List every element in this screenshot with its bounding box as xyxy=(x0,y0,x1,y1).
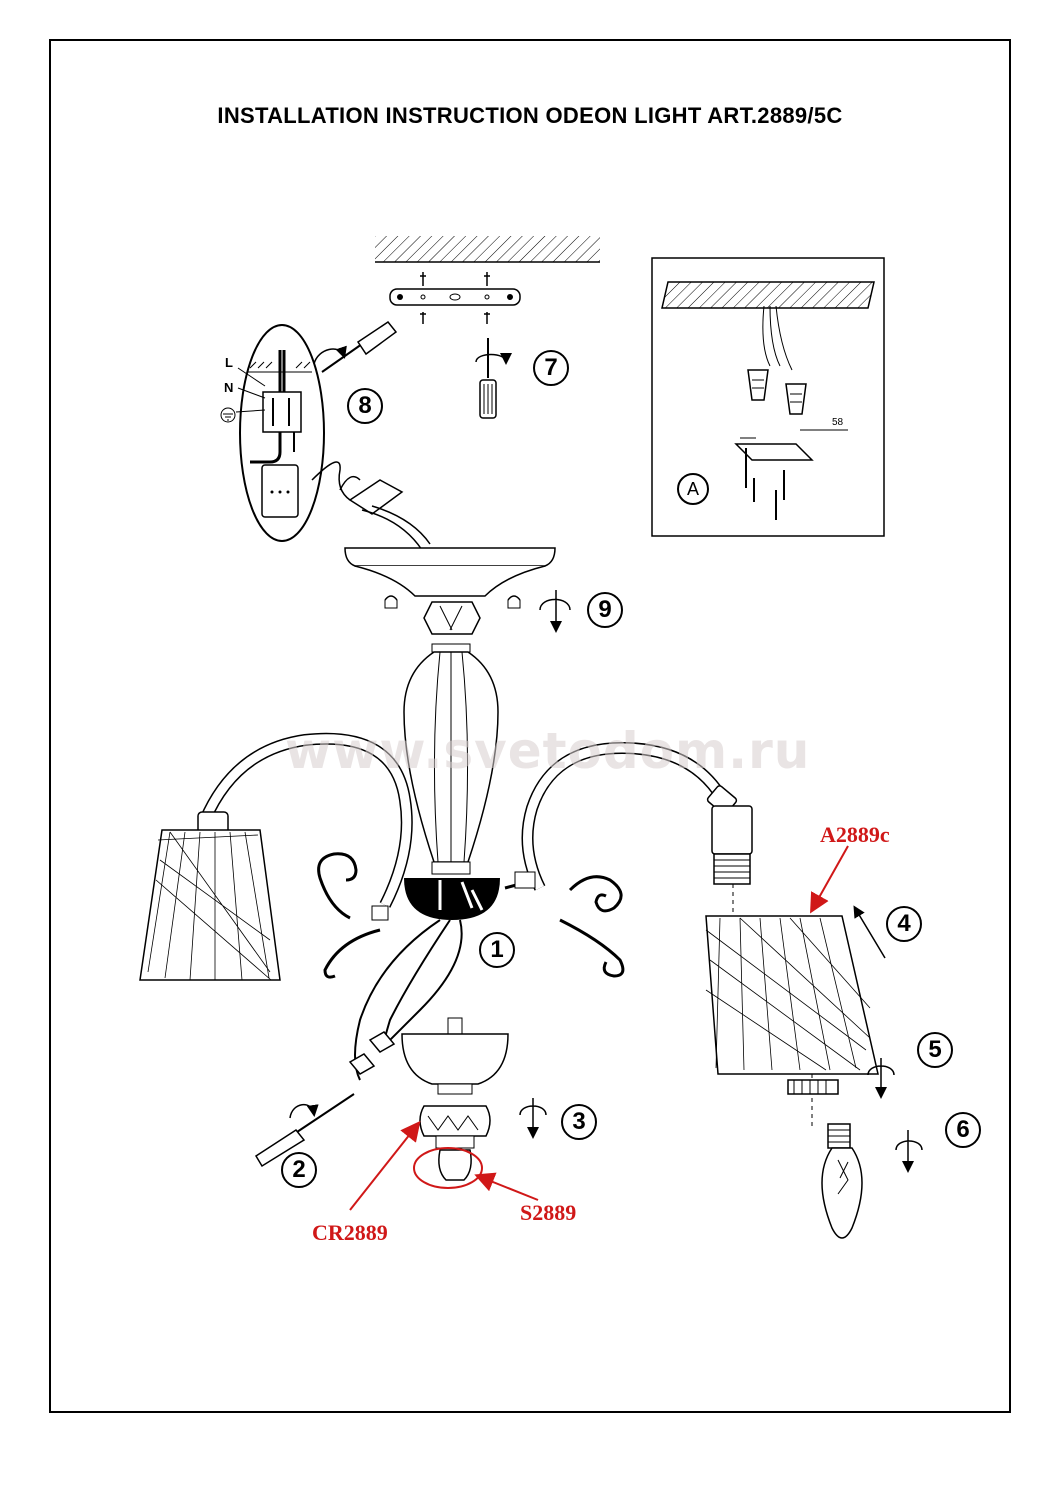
terminal-block xyxy=(339,475,431,551)
part-label-shade: A2889c xyxy=(820,822,890,847)
candle-bulb xyxy=(821,1123,863,1239)
callout-arrow-shade xyxy=(810,845,849,914)
canopy xyxy=(344,547,556,609)
callout-arrow-crystal xyxy=(349,1120,421,1211)
step-2-marker: 2 xyxy=(281,1152,317,1188)
rotate-arrow-6 xyxy=(895,1130,923,1170)
hanging-wires xyxy=(348,919,463,1081)
screwdriver-2 xyxy=(254,1093,355,1168)
neutral-wire-label: N xyxy=(224,380,234,395)
left-shade xyxy=(139,829,281,981)
rotate-arrow-3 xyxy=(519,1098,547,1136)
callout-arrow-finial xyxy=(474,1172,539,1201)
central-column xyxy=(403,601,500,920)
rotate-arrow-5 xyxy=(867,1058,895,1096)
lift-arrow-4 xyxy=(853,905,886,959)
wiring-detail xyxy=(220,324,351,542)
step-3-marker: 3 xyxy=(561,1104,597,1140)
page-title: INSTALLATION INSTRUCTION ODEON LIGHT ART… xyxy=(217,103,843,128)
step-1-marker: 1 xyxy=(479,932,515,968)
screwdriver-8 xyxy=(313,320,398,373)
rotate-arrow-9 xyxy=(539,590,571,630)
ceiling-top xyxy=(375,236,600,263)
step-6-marker: 6 xyxy=(945,1112,981,1148)
step-4-marker: 4 xyxy=(886,906,922,942)
part-label-finial: S2889 xyxy=(520,1200,577,1225)
live-wire-label: L xyxy=(225,355,233,370)
step-8-marker: 8 xyxy=(347,388,383,424)
step-5-marker: 5 xyxy=(917,1032,953,1068)
inset-a-marker: A xyxy=(677,473,709,505)
step-7-marker: 7 xyxy=(533,350,569,386)
watermark: www.svetodom.ru xyxy=(285,722,811,780)
step-9-marker: 9 xyxy=(587,592,623,628)
right-socket-shade xyxy=(705,805,879,1130)
mounting-bar xyxy=(389,272,521,324)
retaining-ring xyxy=(787,1079,839,1095)
bottom-bowl xyxy=(401,1017,509,1189)
dimension-label: 58 xyxy=(832,417,844,428)
left-arm xyxy=(197,732,413,979)
screwdriver-7 xyxy=(475,338,512,419)
part-label-crystal: CR2889 xyxy=(312,1220,388,1245)
right-arm xyxy=(504,741,738,978)
page-border xyxy=(49,39,1011,1413)
